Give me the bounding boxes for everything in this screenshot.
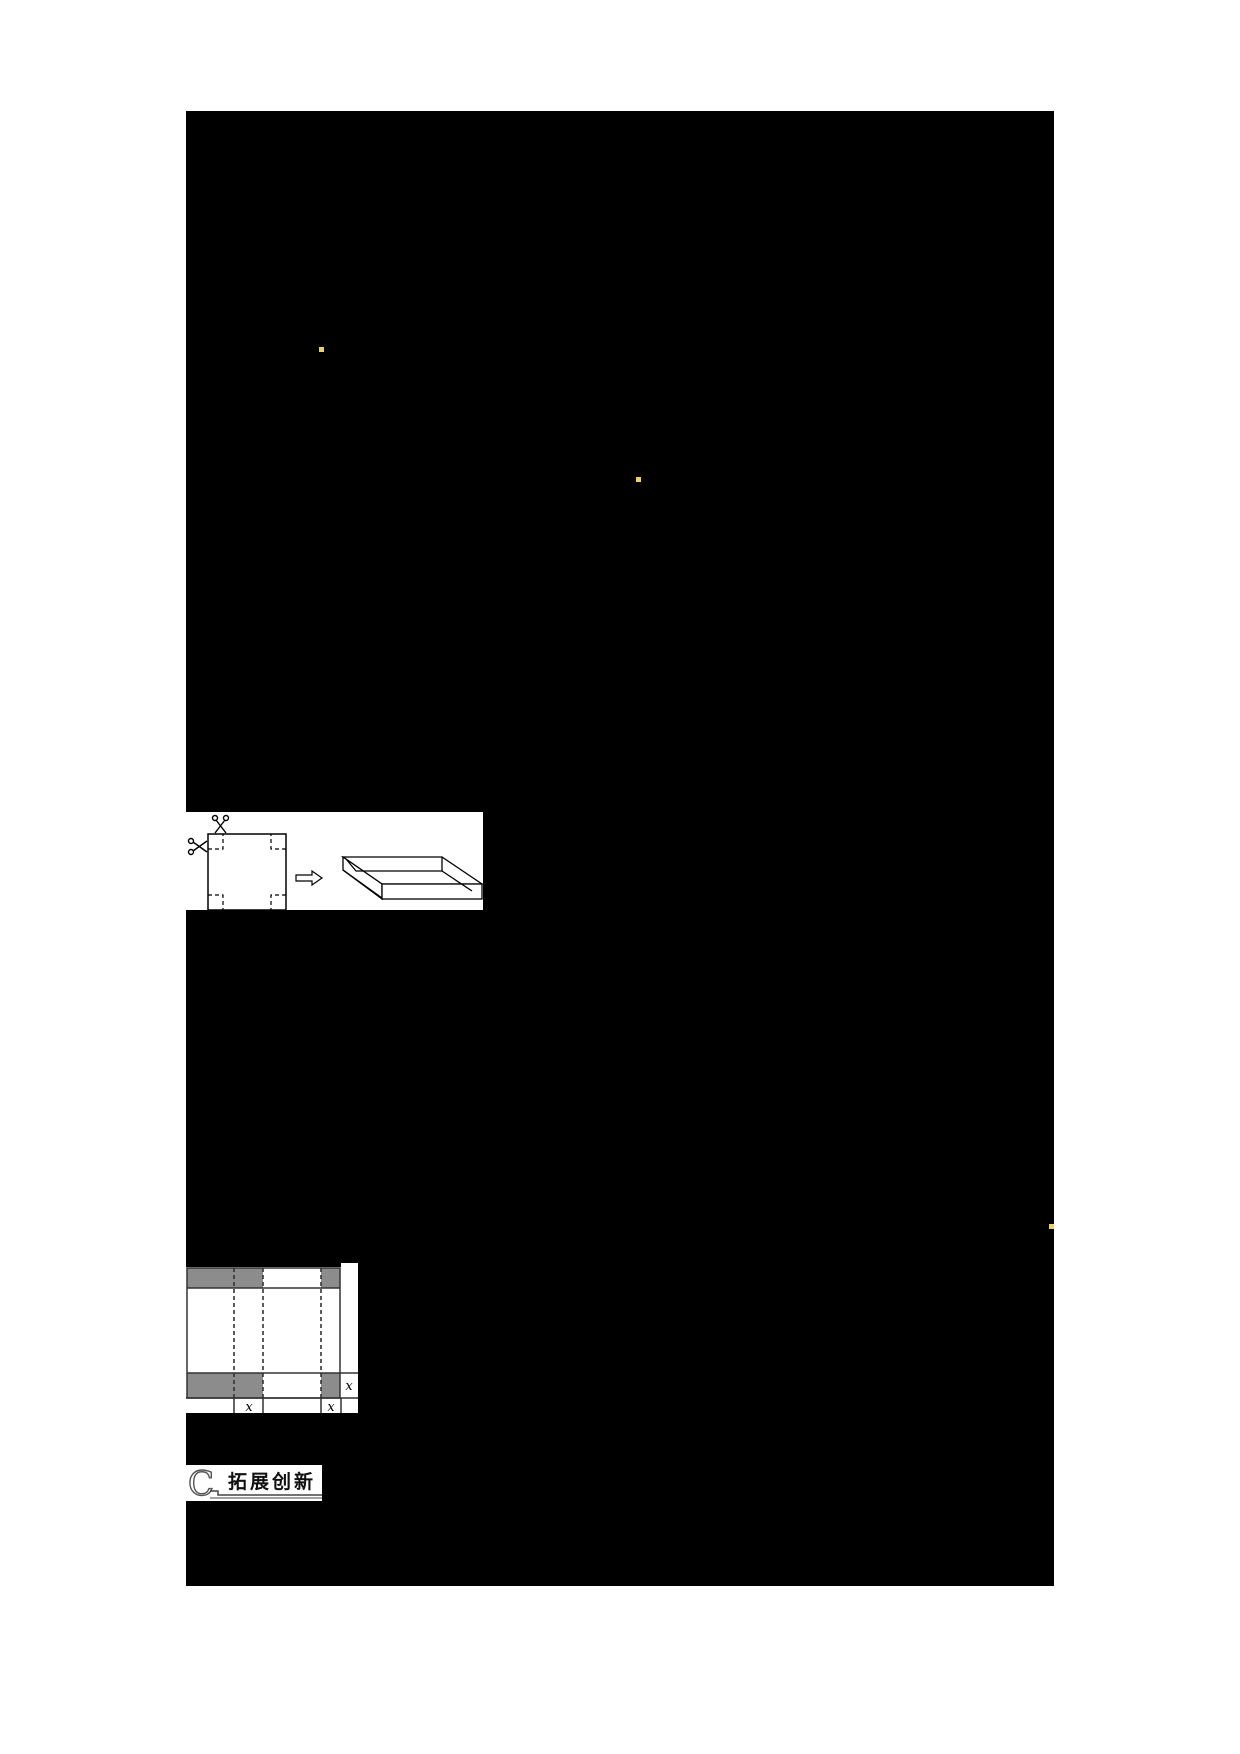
label-x-right: x [345,1379,353,1394]
label-x-bottom-right: x [327,1400,335,1415]
logo-title: 拓展创新 [228,1470,316,1493]
section-logo-extension-innovation: C 拓展创新 [186,1463,322,1505]
marker-dot [1049,1224,1054,1229]
logo-letter-c: C [188,1465,214,1501]
box-fold-diagram [187,814,485,911]
arrow-right-icon [295,869,324,887]
label-x-bottom-left: x [245,1400,253,1415]
open-box-drawing [340,855,485,901]
scissors-icon [187,837,208,856]
net-diagram: x x x [186,1263,358,1415]
figure-net: x x x [186,1263,358,1415]
marker-dot [636,477,641,482]
marker-dot [319,347,324,352]
scissors-icon [211,814,230,834]
figure-box-fold [186,812,485,911]
